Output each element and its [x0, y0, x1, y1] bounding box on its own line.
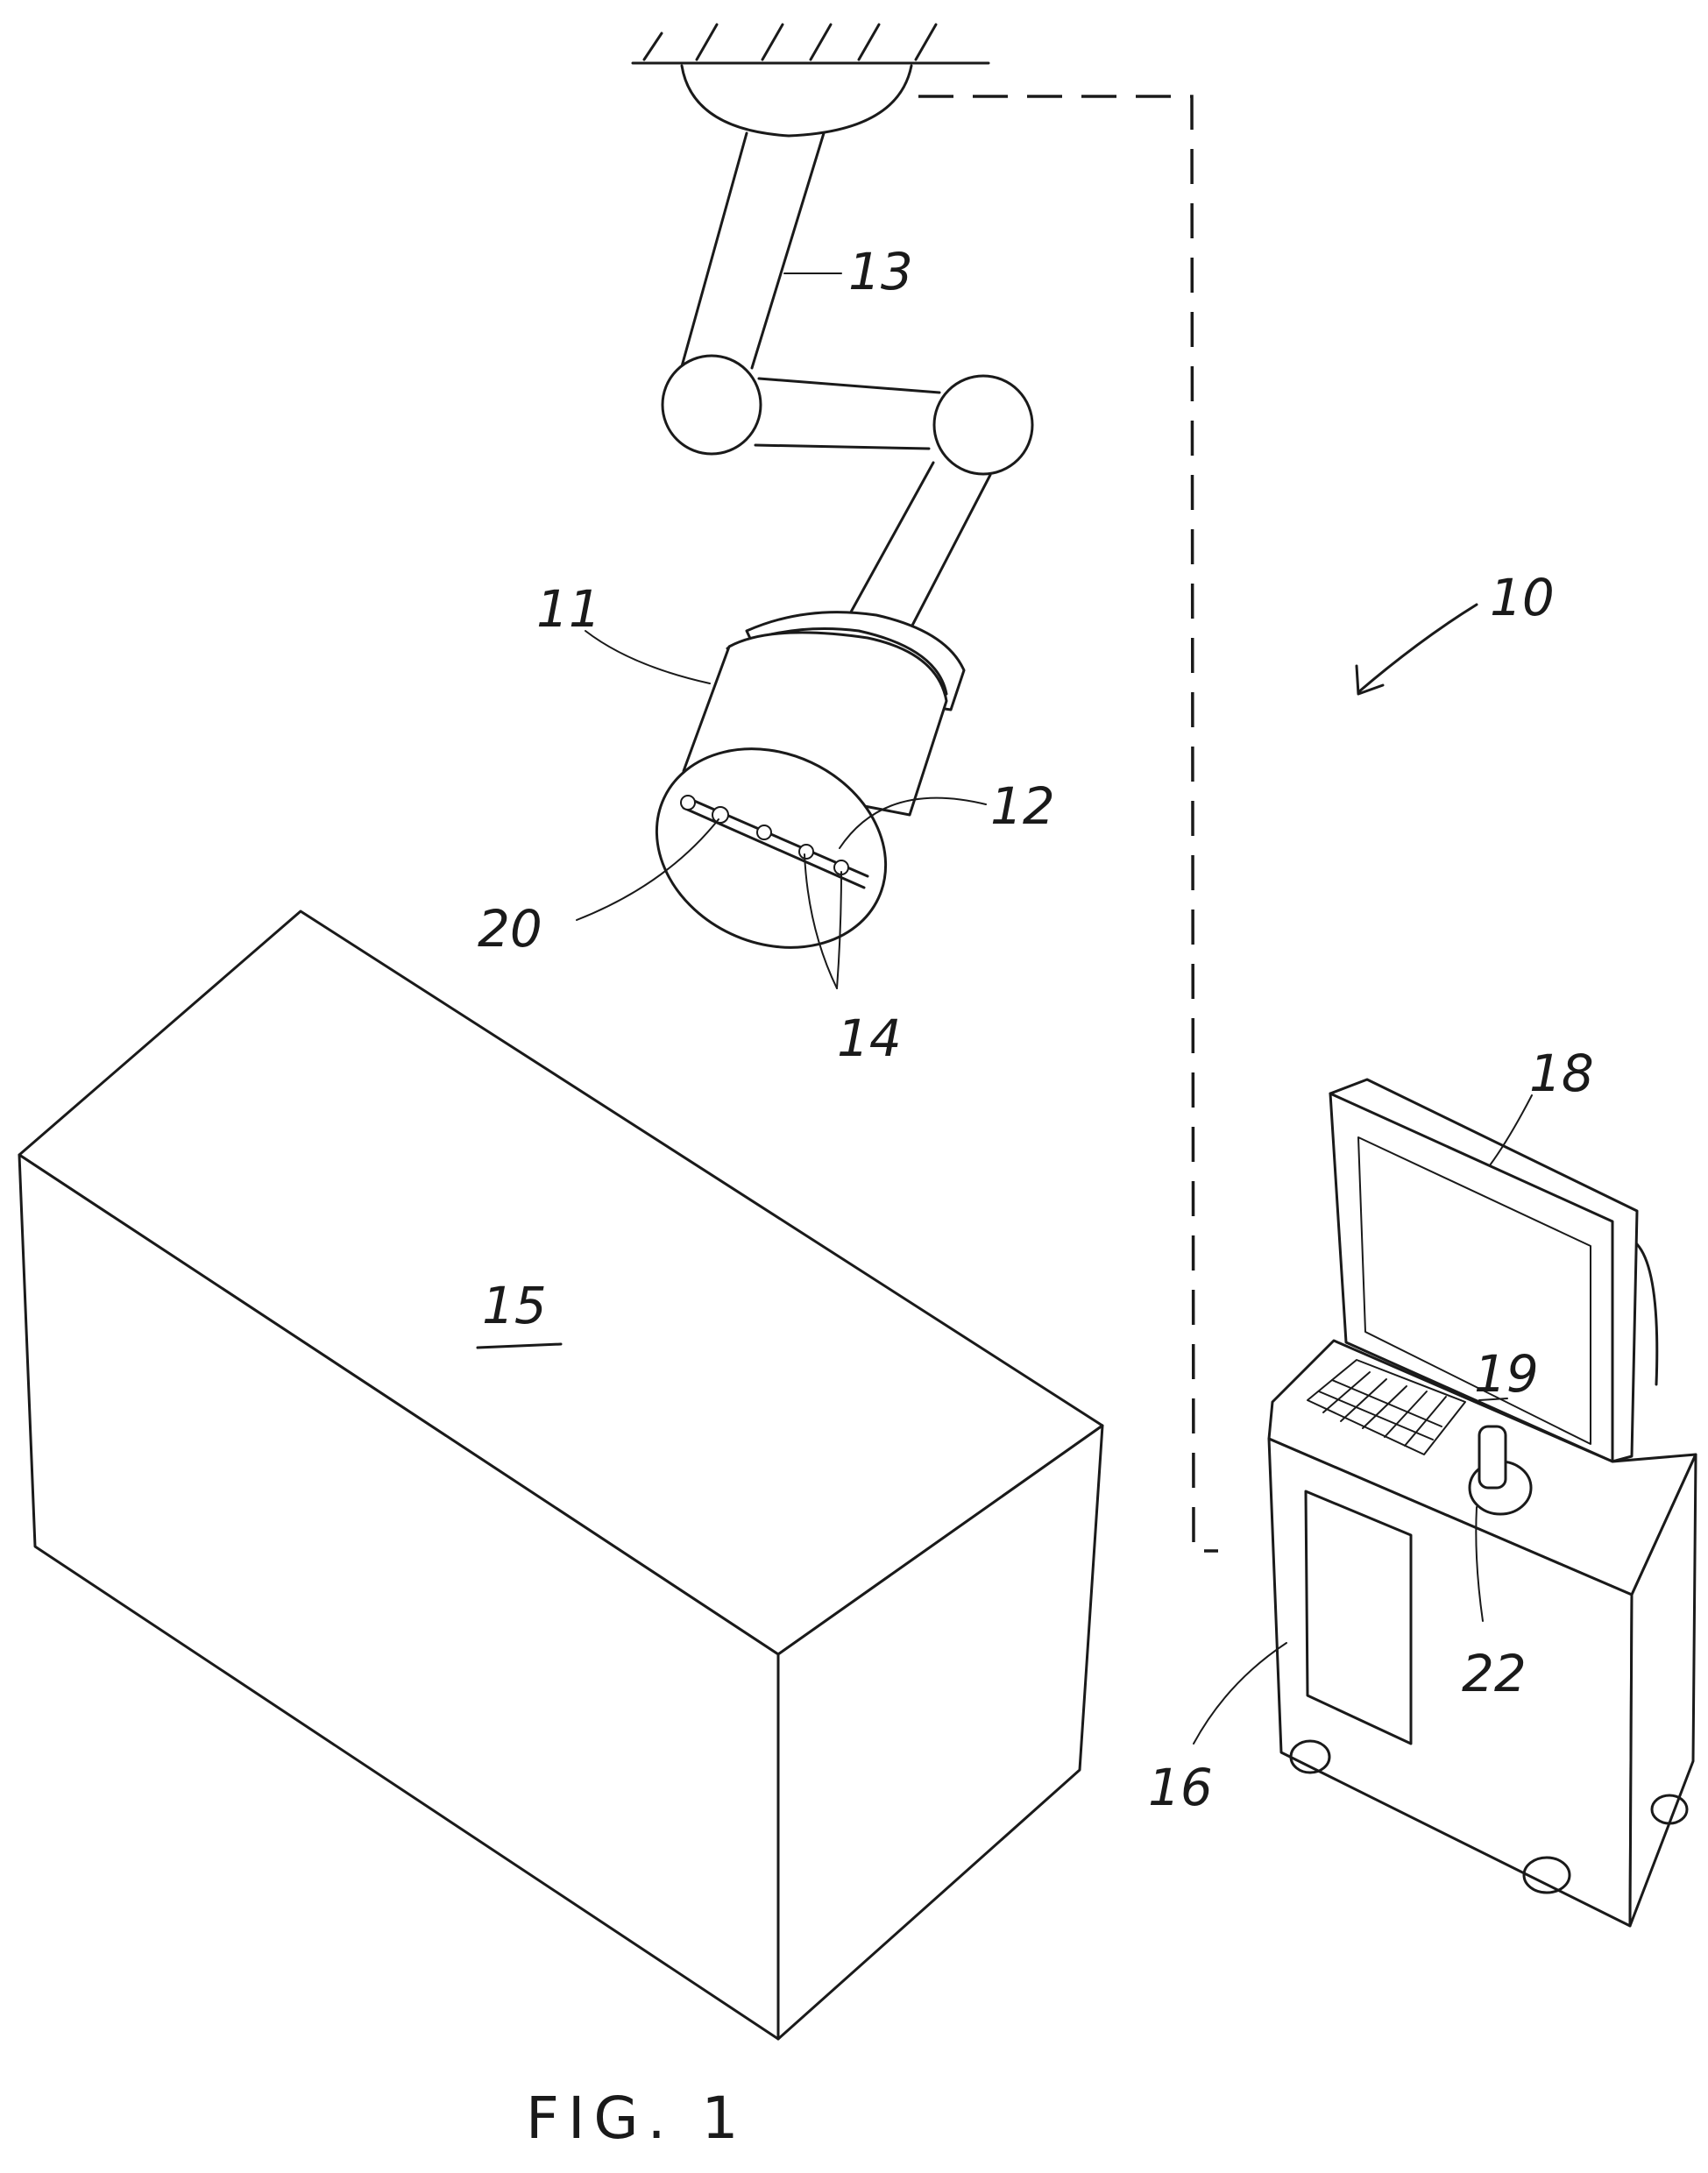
camera-head	[624, 612, 964, 984]
ceiling-mount	[633, 25, 989, 136]
label-10: 10	[1490, 568, 1555, 627]
label-11: 11	[536, 579, 601, 639]
figure-caption: FIG. 1	[526, 2085, 748, 2152]
label-15: 15	[482, 1276, 547, 1335]
control-console	[1269, 1079, 1696, 1926]
label-14: 14	[837, 1009, 902, 1068]
articulated-arm	[663, 133, 1032, 644]
label-18: 18	[1529, 1044, 1594, 1103]
label-13: 13	[848, 242, 913, 301]
connection-line	[918, 96, 1218, 1551]
label-20: 20	[478, 899, 542, 959]
label-22: 22	[1462, 1644, 1527, 1703]
label-19: 19	[1474, 1344, 1539, 1404]
label-16: 16	[1148, 1758, 1213, 1817]
label-12: 12	[990, 776, 1055, 836]
patient-table	[19, 911, 1102, 2039]
